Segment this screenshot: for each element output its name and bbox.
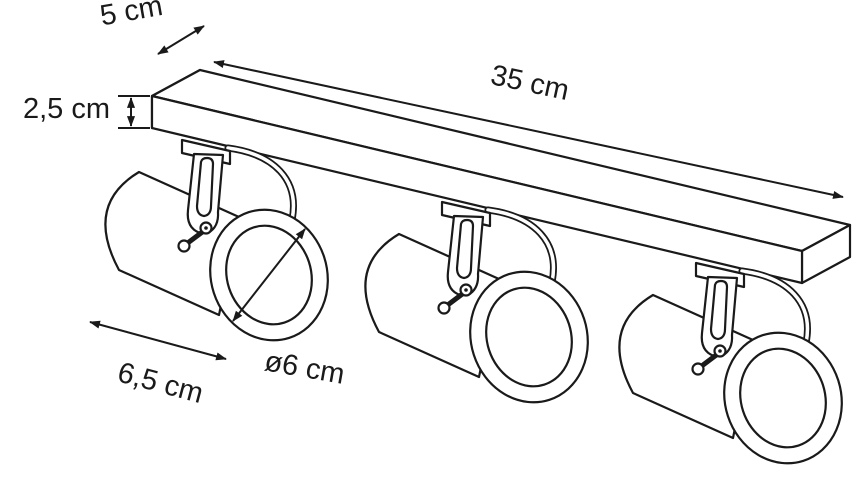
bar-height-label: 2,5 cm: [23, 93, 110, 125]
bar-depth-arrow: [157, 25, 205, 55]
dimension-bar-height: 2,5 cm: [23, 93, 150, 129]
head-diameter-label: ø6 cm: [262, 345, 347, 391]
spotlight-right: [619, 263, 858, 479]
bar-length-label: 35 cm: [488, 59, 572, 107]
bar-depth-label: 5 cm: [98, 0, 165, 32]
dimension-bar-depth: 5 cm: [98, 0, 205, 55]
bar-length-arrow: [213, 60, 844, 199]
head-diameter-arrow: [232, 228, 306, 322]
head-length-arrow: [89, 320, 227, 361]
dimension-head-length: 6,5 cm: [89, 320, 227, 410]
spotlight-left: [105, 140, 344, 356]
spotlight-middle: [365, 202, 604, 418]
head-length-label: 6,5 cm: [114, 357, 206, 410]
